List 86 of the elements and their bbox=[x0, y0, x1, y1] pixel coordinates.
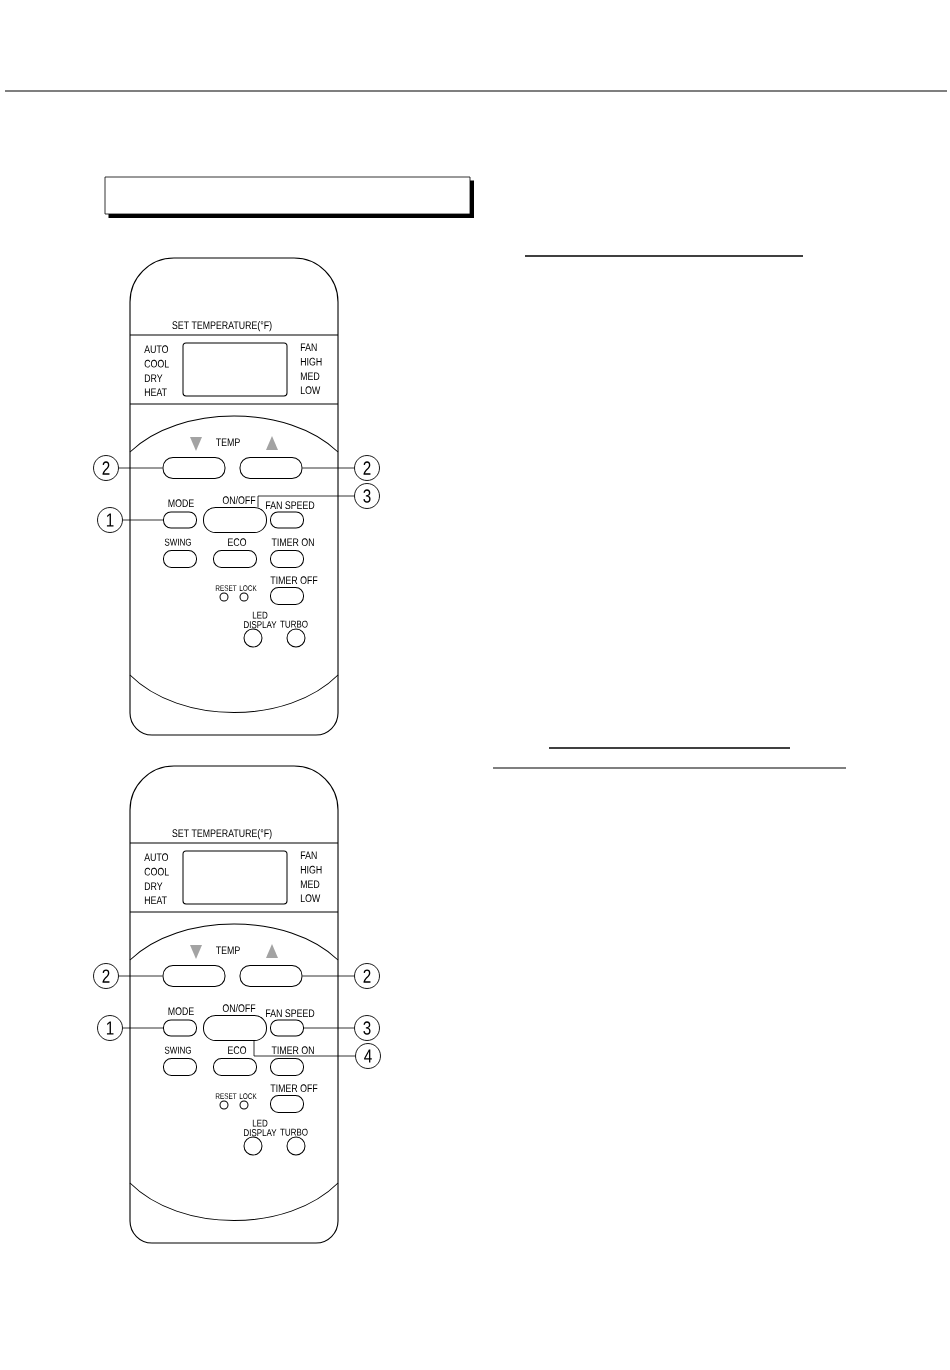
callout-number: 2 bbox=[354, 963, 380, 989]
callout-number: 1 bbox=[97, 507, 123, 533]
indicator-label: COOL bbox=[144, 359, 169, 368]
panel-label: SET TEMPERATURE(°F) bbox=[172, 321, 272, 332]
leader-line bbox=[303, 1027, 355, 1029]
leader-line bbox=[253, 1040, 356, 1057]
indicator-label: AUTO bbox=[144, 853, 169, 862]
leader-line bbox=[257, 495, 355, 508]
button bbox=[203, 1015, 267, 1041]
button-label: RESET bbox=[215, 1093, 237, 1099]
leader-line bbox=[302, 467, 355, 469]
indicator-label: FAN bbox=[300, 343, 317, 351]
callout-number: 3 bbox=[354, 1015, 380, 1041]
button-label: TIMER OFF bbox=[270, 1084, 318, 1093]
indicator-label: DRY bbox=[144, 374, 163, 382]
callout-number: 2 bbox=[93, 455, 119, 481]
button bbox=[270, 1019, 304, 1037]
leader-line bbox=[118, 975, 163, 977]
leader-line bbox=[302, 975, 355, 977]
button-label: TEMP bbox=[216, 946, 240, 954]
callout-number: 4 bbox=[355, 1043, 381, 1069]
button-label: RESET bbox=[215, 585, 237, 591]
button-label: TIMER ON bbox=[271, 538, 314, 547]
indicator-label: FAN bbox=[300, 851, 317, 859]
button bbox=[162, 457, 226, 479]
button bbox=[163, 1019, 197, 1037]
leader-line bbox=[118, 467, 163, 469]
pinhole-button bbox=[239, 592, 249, 602]
button bbox=[270, 1058, 304, 1076]
button bbox=[213, 550, 257, 568]
indicator-label: AUTO bbox=[144, 345, 169, 354]
button bbox=[239, 965, 303, 987]
round-button bbox=[286, 1136, 306, 1156]
button bbox=[163, 511, 197, 529]
pinhole-button bbox=[219, 592, 229, 602]
button bbox=[270, 550, 304, 568]
button bbox=[270, 511, 304, 529]
callout-number: 2 bbox=[93, 963, 119, 989]
button-label: FAN SPEED bbox=[266, 1009, 315, 1018]
round-button bbox=[243, 628, 263, 648]
indicator-label: HEAT bbox=[144, 388, 167, 396]
button bbox=[239, 457, 303, 479]
indicator-label: HIGH bbox=[300, 865, 322, 874]
round-button bbox=[243, 1136, 263, 1156]
button-label: MODE bbox=[168, 499, 194, 508]
button-label: SWING bbox=[164, 538, 191, 546]
pinhole-button bbox=[239, 1100, 249, 1110]
button-label: ECO bbox=[228, 1046, 247, 1055]
callout-number: 2 bbox=[354, 455, 380, 481]
button-label: FAN SPEED bbox=[266, 501, 315, 510]
button bbox=[162, 965, 226, 987]
button-label: LOCK bbox=[239, 1093, 257, 1099]
button-label: ECO bbox=[228, 538, 247, 547]
button bbox=[163, 1058, 197, 1076]
indicator-label: HEAT bbox=[144, 896, 167, 904]
panel-label: SET TEMPERATURE(°F) bbox=[172, 829, 272, 840]
indicator-label: LOW bbox=[300, 894, 321, 903]
button-label: LOCK bbox=[239, 585, 257, 591]
button-label: MODE bbox=[168, 1007, 194, 1016]
button bbox=[213, 1058, 257, 1076]
leader-line bbox=[122, 1027, 164, 1029]
indicator-label: LOW bbox=[300, 386, 321, 395]
indicator-label: DRY bbox=[144, 882, 163, 890]
indicator-label: MED bbox=[300, 372, 320, 380]
button bbox=[203, 507, 267, 533]
button-label: SWING bbox=[164, 1046, 191, 1054]
button-label: TEMP bbox=[216, 438, 240, 446]
button-label: TIMER OFF bbox=[270, 576, 318, 585]
callout-number: 3 bbox=[354, 483, 380, 509]
button-label: ON/OFF bbox=[222, 1004, 256, 1013]
button bbox=[270, 1095, 304, 1113]
button bbox=[270, 587, 304, 605]
button-label: LED DISPLAY bbox=[244, 1119, 277, 1137]
button-label: ON/OFF bbox=[222, 496, 256, 505]
indicator-label: COOL bbox=[144, 867, 169, 876]
button-label: TIMER ON bbox=[271, 1046, 314, 1055]
round-button bbox=[286, 628, 306, 648]
button-label: LED DISPLAY bbox=[244, 611, 277, 629]
button bbox=[163, 550, 197, 568]
indicator-label: HIGH bbox=[300, 357, 322, 366]
indicator-label: MED bbox=[300, 880, 320, 888]
callout-number: 1 bbox=[97, 1015, 123, 1041]
leader-line bbox=[122, 519, 164, 521]
button-label: TURBO bbox=[280, 1128, 308, 1136]
pinhole-button bbox=[219, 1100, 229, 1110]
button-label: TURBO bbox=[280, 620, 308, 628]
